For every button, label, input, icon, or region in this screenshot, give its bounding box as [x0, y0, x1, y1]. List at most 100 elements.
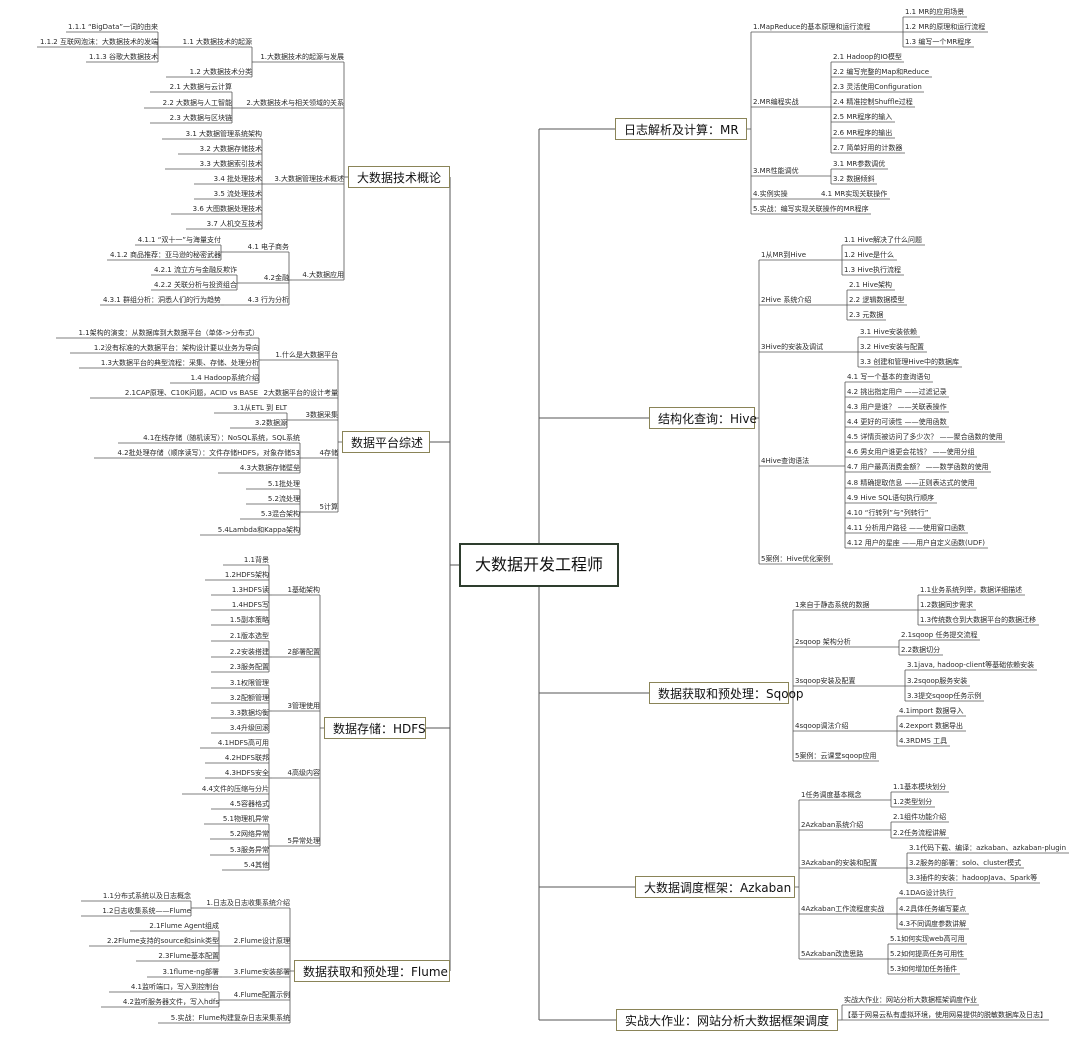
sub-topic: 3sqoop安装及配置 — [795, 677, 856, 685]
topic-item: 4.10 “行转列”与“列转行” — [847, 509, 929, 517]
main-branch-5: 日志解析及计算：MR — [615, 118, 747, 140]
topic-item: 5.1如何实现web高可用 — [890, 935, 965, 943]
topic-item: 2.1组件功能介绍 — [893, 813, 947, 821]
topic-item: 3.2配额管理 — [229, 694, 269, 702]
topic-item: 4.1 MR实现关联操作 — [821, 190, 888, 198]
topic-item: 1.2HDFS架构 — [224, 571, 269, 579]
topic-item: 2.1Flume Agent组成 — [149, 922, 219, 930]
topic-item: 4.1DAG设计执行 — [899, 889, 954, 897]
topic-item: 2.2 大数据与人工智能 — [162, 99, 232, 107]
topic-item: 4.1 电子商务 — [247, 243, 289, 251]
topic-item: 4.1import 数据导入 — [899, 707, 964, 715]
sub-topic: 1来自于静态系统的数据 — [795, 601, 870, 609]
topic-item: 5.3服务异常 — [229, 846, 269, 854]
topic-item: 3.1 Hive安装依赖 — [860, 328, 918, 336]
topic-item: 2.5 MR程序的输入 — [833, 113, 893, 121]
main-branch-9: 实战大作业：网站分析大数据框架调度 — [616, 1009, 838, 1031]
topic-item: 3.2 数据倾斜 — [833, 175, 875, 183]
sub-topic: 3数据采集 — [305, 411, 338, 419]
topic-item: 1.2 大数据技术分类 — [189, 68, 252, 76]
topic-item: 4.5 详情页被访问了多少次？ ——聚合函数的使用 — [847, 433, 1003, 441]
topic-item: 1.2日志收集系统——Flume — [102, 907, 191, 915]
topic-item: 1.2没有标准的大数据平台：架构设计要以业务为导向 — [93, 344, 259, 352]
topic-item: 3.7 人机交互技术 — [206, 220, 262, 228]
topic-item: 4.4 更好的可读性 ——使用函数 — [847, 418, 947, 426]
topic-item: 1.1架构的演变：从数据库到大数据平台（单体->分布式） — [78, 329, 259, 337]
topic-item: 4.11 分析用户路径 ——使用窗口函数 — [847, 524, 966, 532]
sub-topic: 4.大数据应用 — [302, 271, 344, 279]
sub-topic: 3.MR性能调优 — [753, 167, 799, 175]
leaf-item: 4.3.1 群组分析：洞悉人们的行为趋势 — [102, 296, 221, 304]
topic-item: 5.1物理机异常 — [222, 815, 269, 823]
topic-item: 3.3插件的安装：hadoopJava、Spark等 — [909, 874, 1038, 882]
sub-topic: 1.大数据技术的起源与发展 — [260, 53, 344, 61]
sub-topic: 5计算 — [319, 503, 338, 511]
sub-topic: 实战大作业：网站分析大数据框架调度作业 — [844, 996, 977, 1004]
sub-topic: 5.实战：Flume构建复杂日志采集系统 — [170, 1014, 290, 1022]
topic-item: 4.1在线存储（随机读写）：NoSQL系统，SQL系统 — [143, 434, 300, 442]
leaf-item: 1.1.2 互联网泡沫：大数据技术的发端 — [39, 38, 158, 46]
topic-item: 2.1 Hadoop的IO模型 — [833, 53, 902, 61]
sub-topic: 2.大数据技术与相关领域的关系 — [246, 99, 344, 107]
topic-item: 3.1flume-ng部署 — [162, 968, 219, 976]
sub-topic: 2sqoop 架构分析 — [795, 638, 851, 646]
topic-item: 3.2 Hive安装与配置 — [860, 343, 925, 351]
topic-item: 4.3 用户是谁？ ——关联表操作 — [847, 403, 947, 411]
sub-topic: 3管理使用 — [287, 702, 320, 710]
sub-topic: 2.Flume设计原理 — [233, 937, 290, 945]
topic-item: 4.1监听端口，写入到控制台 — [130, 983, 219, 991]
topic-item: 1.1 MR的应用场景 — [905, 8, 965, 16]
topic-item: 2.1 Hive架构 — [849, 281, 893, 289]
topic-item: 4.2监听服务器文件，写入hdfs — [122, 998, 219, 1006]
topic-item: 3.4升级回滚 — [229, 724, 269, 732]
topic-item: 3.1java, hadoop-client等基础依赖安装 — [907, 661, 1035, 669]
leaf-item: 4.2.2 关联分析与投资组合 — [153, 281, 237, 289]
topic-item: 2.2任务流程讲解 — [893, 829, 947, 837]
sub-topic: 3Hive的安装及调试 — [761, 343, 824, 351]
topic-item: 1.2 Hive是什么 — [844, 251, 895, 259]
topic-item: 1.3 Hive执行流程 — [844, 266, 902, 274]
topic-item: 4.3大数据存储壁垒 — [239, 464, 300, 472]
topic-item: 1.2 MR的原理和运行流程 — [905, 23, 986, 31]
topic-item: 4.3不同调度参数讲解 — [899, 920, 967, 928]
topic-item: 2.4 精准控制Shuffle过程 — [833, 98, 913, 106]
topic-item: 3.2服务的部署：solo、cluster模式 — [909, 859, 1022, 867]
topic-item: 3.1 MR参数调优 — [833, 160, 886, 168]
topic-item: 4.4文件的压缩与分片 — [201, 785, 269, 793]
topic-item: 2.7 简单好用的计数器 — [833, 144, 903, 152]
sub-topic: 2部署配置 — [287, 648, 320, 656]
topic-item: 4.2金融 — [263, 274, 289, 282]
topic-item: 3.6 大图数据处理技术 — [192, 205, 262, 213]
topic-item: 2.3服务配置 — [229, 663, 269, 671]
topic-item: 3.3 创建和管理Hive中的数据库 — [860, 358, 960, 366]
topic-item: 4.3RDMS 工具 — [899, 737, 948, 745]
leaf-item: 1.1.1 “BigData”一词的由来 — [68, 23, 158, 31]
topic-item: 3.4 批处理技术 — [213, 175, 262, 183]
leaf-item: 4.2.1 流立方与金融反欺诈 — [153, 266, 237, 274]
topic-item: 2.2Flume支持的source和sink类型 — [107, 937, 219, 945]
topic-item: 5.3如何增加任务插件 — [890, 965, 958, 973]
topic-item: 4.6 男女用户谁更会花钱？ ——使用分组 — [847, 448, 975, 456]
topic-item: 2.1版本选型 — [229, 632, 269, 640]
topic-item: 4.5容器格式 — [229, 800, 269, 808]
topic-item: 4.1 写一个基本的查询语句 — [847, 373, 931, 381]
main-branch-6: 结构化查询：Hive — [649, 407, 757, 429]
topic-item: 3.1代码下载、编译：azkaban、azkaban-plugin — [909, 844, 1067, 852]
topic-item: 4.2 挑出指定用户 ——过滤记录 — [847, 388, 947, 396]
topic-item: 4.9 Hive SQL语句执行顺序 — [847, 494, 935, 502]
main-branch-7: 数据获取和预处理：Sqoop — [649, 682, 804, 704]
topic-item: 2.3 元数据 — [849, 311, 884, 319]
topic-item: 2.1sqoop 任务提交流程 — [901, 631, 978, 639]
topic-item: 2.2 逻辑数据模型 — [849, 296, 905, 304]
sub-topic: 4Azkaban工作流程度实战 — [801, 905, 885, 913]
sub-topic: 1.日志及日志收集系统介绍 — [206, 899, 290, 907]
topic-item: 4.12 用户的星座 ——用户自定义函数(UDF) — [847, 539, 986, 547]
topic-item: 2.1 大数据与云计算 — [169, 83, 232, 91]
topic-item: 2.1CAP原理、C10K问题，ACID vs BASE — [124, 389, 258, 397]
topic-item: 1.1 Hive解决了什么问题 — [844, 236, 923, 244]
sub-topic: 4.Flume配置示例 — [233, 991, 290, 999]
sub-topic: 2.MR编程实战 — [753, 98, 799, 106]
topic-item: 2.2数据切分 — [901, 646, 941, 654]
sub-topic: 3Azkaban的安装和配置 — [801, 859, 878, 867]
